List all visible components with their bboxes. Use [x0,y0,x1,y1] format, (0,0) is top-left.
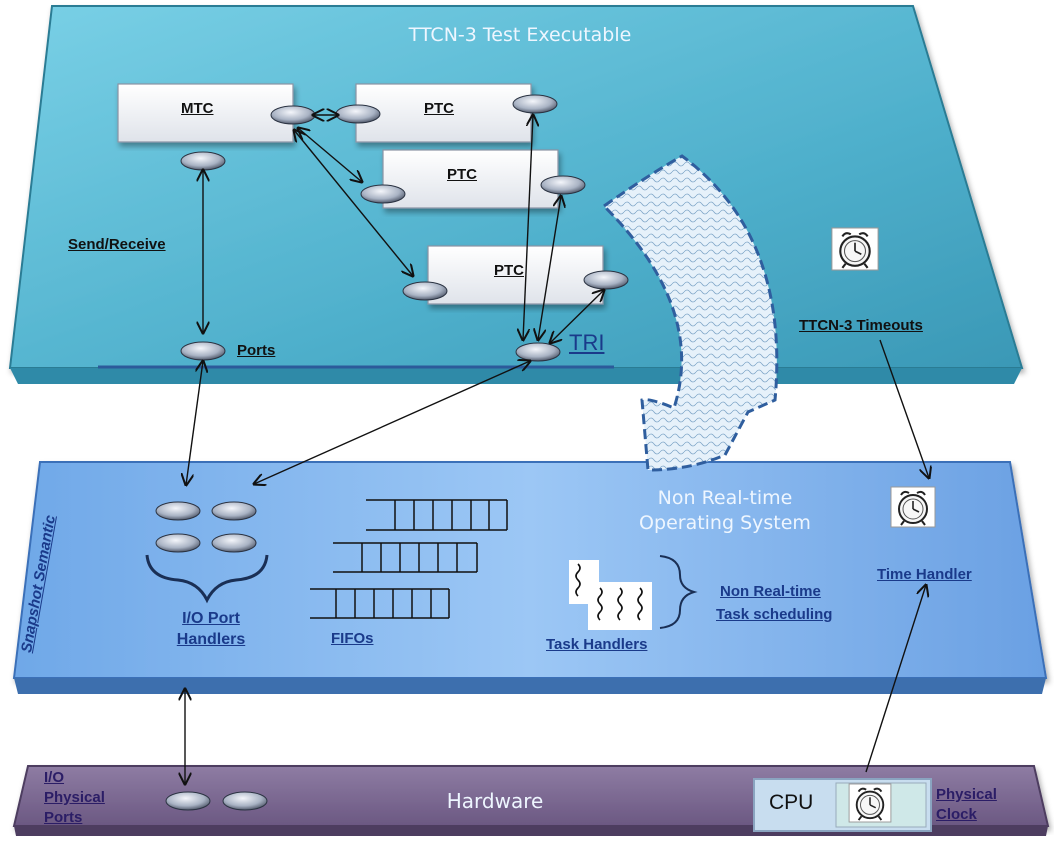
hardware-layer-title: Hardware [446,789,544,813]
os-layer-title-line1: Non Real-time [657,487,793,509]
ptc1-port-right-icon [512,94,558,114]
mtc-port-bottom-icon [180,151,226,171]
ttcn3-timeouts-clock-icon [830,226,880,272]
ports-oval-icon [180,341,226,361]
io-port-handlers-label-line2: Handlers [176,631,246,648]
fifos-label: FIFOs [331,630,374,647]
io-port-handlers-label-line1: I/O Port [182,610,240,627]
tri-label: TRI [569,330,605,355]
ptc2-label: PTC [447,166,477,183]
mtc-box [117,83,294,143]
ptc1-label: PTC [424,100,454,117]
ports-label: Ports [237,342,276,359]
physical-clock-icon [848,783,892,823]
ptc2-port-left-icon [360,184,406,204]
ptc3-label: PTC [494,262,524,279]
ptc3-port-right-icon [583,270,629,290]
tri-oval-icon [515,342,561,362]
ttcn3-timeouts-label: TTCN-3 Timeouts [799,317,923,334]
fifo-queue-icon [310,499,508,619]
task-handlers-label: Task Handlers [546,636,648,653]
mtc-label: MTC [181,100,214,117]
hardware-port-oval-1-icon [165,791,211,811]
cpu-label: CPU [769,791,814,814]
ttcn3-layer-title: TTCN-3 Test Executable [408,24,632,46]
ptc3-port-left-icon [402,281,448,301]
io-physical-ports-label-line3: Ports [44,809,83,826]
mtc-port-right-icon [270,105,316,125]
ptc2-port-right-icon [540,175,586,195]
nrt-task-scheduling-label-line2: Task scheduling [716,606,833,623]
scheduling-brace-icon [659,555,698,629]
io-physical-ports-label-line2: Physical [44,789,105,806]
time-handler-clock-icon [890,486,936,528]
curved-arrow-icon [601,154,779,472]
send-receive-label: Send/Receive [68,236,166,253]
ptc1-port-left-icon [335,104,381,124]
nrt-task-scheduling-label-line1: Non Real-time [720,583,821,600]
physical-clock-label-line2: Clock [936,806,977,823]
physical-clock-label-line1: Physical [936,786,997,803]
io-physical-ports-label-line1: I/O [44,769,65,786]
hardware-port-oval-2-icon [222,791,268,811]
time-handler-label: Time Handler [877,566,972,583]
wavy-task-icon [569,560,652,630]
os-layer-title-line2: Operating System [639,512,811,534]
connection-arrows [185,115,929,784]
curly-brace-icon [145,554,269,604]
